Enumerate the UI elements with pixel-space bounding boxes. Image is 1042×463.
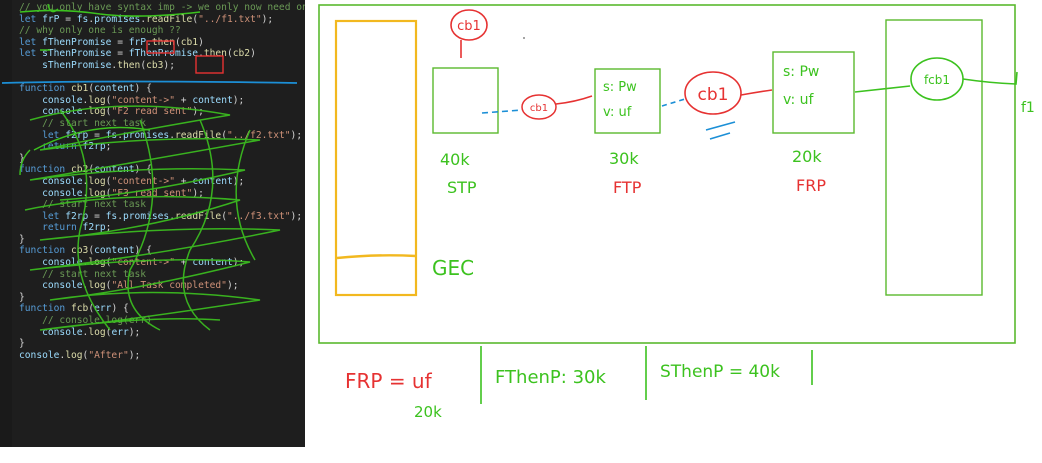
green-link-right bbox=[854, 85, 911, 93]
label-40k: 40k bbox=[440, 150, 470, 169]
gec-label: GEC bbox=[432, 256, 474, 280]
code-line[interactable]: // start next task bbox=[19, 268, 147, 280]
cb-big-label: cb1 bbox=[698, 85, 729, 105]
cb-top-label: cb1 bbox=[457, 19, 481, 34]
cb-circle-small bbox=[521, 94, 557, 120]
green-link-edge bbox=[962, 71, 1018, 85]
code-line[interactable]: // you only have syntax imp -> we only n… bbox=[19, 2, 305, 13]
code-line[interactable]: // start next task bbox=[19, 199, 147, 211]
promise-box-frp bbox=[772, 51, 855, 134]
cb-circle-big bbox=[684, 71, 742, 115]
code-line[interactable]: console.log("content->" + content); bbox=[42, 94, 245, 106]
editor-gutter bbox=[0, 0, 12, 447]
blue-link-2 bbox=[661, 98, 686, 107]
gec-frame-line bbox=[336, 254, 417, 260]
note-frp: FRP = uf bbox=[345, 369, 433, 393]
code-line[interactable]: let sThenPromise = fThenPromise.then(cb2… bbox=[19, 48, 256, 60]
whiteboard[interactable]: GEC cb1 cb1 40k STP s: Pw v: uf cb1 30k … bbox=[305, 0, 1042, 463]
code-line[interactable] bbox=[0, 72, 305, 84]
code-line[interactable]: function cb2(content) { bbox=[19, 164, 152, 176]
code-line[interactable]: return f2rp; bbox=[42, 141, 112, 153]
call-stack-box bbox=[334, 19, 418, 297]
code-line[interactable]: // start next task bbox=[19, 117, 147, 129]
code-line[interactable]: } bbox=[19, 291, 25, 303]
mid-box-value: v: uf bbox=[603, 105, 632, 120]
red-link-1 bbox=[555, 95, 593, 105]
stray-dot bbox=[523, 37, 525, 39]
code-line[interactable]: console.log("content->" + content); bbox=[42, 257, 245, 269]
note-sthen: SThenP = 40k bbox=[660, 362, 780, 382]
editor-footer bbox=[0, 447, 305, 463]
cb-circle-top bbox=[450, 9, 488, 41]
label-stp: STP bbox=[447, 178, 477, 197]
promise-box-stp bbox=[432, 67, 499, 134]
blue-link-1 bbox=[481, 109, 523, 114]
code-content[interactable]: // you only have syntax imp -> we only n… bbox=[0, 2, 305, 361]
heap-frame bbox=[318, 4, 1016, 344]
code-line[interactable]: function cb3(content) { bbox=[19, 245, 152, 257]
code-line[interactable]: } bbox=[19, 338, 25, 350]
code-line[interactable]: // console.log(err) bbox=[19, 315, 152, 327]
code-line[interactable]: console.log("F3 read sent"); bbox=[42, 187, 204, 199]
code-line[interactable]: } bbox=[19, 233, 25, 245]
code-line[interactable]: let f2rp = fs.promises.readFile("../f2.t… bbox=[42, 129, 303, 141]
cb-small-label: cb1 bbox=[530, 103, 548, 114]
code-line[interactable]: let f2rp = fs.promises.readFile("../f3.t… bbox=[42, 210, 303, 222]
red-link-2 bbox=[740, 89, 773, 96]
fcb-label: fcb1 bbox=[924, 73, 950, 87]
code-line[interactable]: // why only one is enough ?? bbox=[19, 25, 181, 37]
code-line[interactable]: console.log("content->" + content); bbox=[42, 175, 245, 187]
code-editor[interactable]: // you only have syntax imp -> we only n… bbox=[0, 0, 305, 447]
note-20k: 20k bbox=[414, 403, 442, 421]
code-line[interactable]: console.log("After"); bbox=[19, 349, 141, 361]
code-line[interactable]: let fThenPromise = frP.then(cb1) bbox=[19, 36, 204, 48]
code-line[interactable]: function fcb(err) { bbox=[19, 303, 129, 315]
promise-box-ftp bbox=[594, 68, 661, 134]
right-box-state: s: Pw bbox=[783, 64, 819, 80]
code-line[interactable]: } bbox=[19, 152, 25, 164]
mid-box-state: s: Pw bbox=[603, 80, 637, 95]
code-line[interactable]: function cb1(content) { bbox=[19, 83, 152, 95]
code-line[interactable]: let frP = fs.promises.readFile("../f1.tx… bbox=[19, 13, 274, 25]
edge-f-label: f1 bbox=[1021, 100, 1035, 116]
node-api-box bbox=[885, 19, 983, 296]
label-ftp: FTP bbox=[613, 178, 642, 197]
code-line[interactable]: sThenPromise.then(cb3); bbox=[42, 59, 175, 71]
label-30k: 30k bbox=[609, 149, 639, 168]
right-box-value: v: uf bbox=[783, 92, 815, 108]
label-20k: 20k bbox=[792, 147, 822, 166]
code-line[interactable]: console.log("F2 read sent"); bbox=[42, 106, 204, 118]
code-line[interactable]: console.log("All Task completed"); bbox=[42, 280, 239, 292]
code-line[interactable]: return f2rp; bbox=[42, 222, 112, 234]
blue-underline bbox=[705, 121, 736, 140]
note-fthen: FThenP: 30k bbox=[495, 367, 606, 388]
code-line[interactable]: console.log(err); bbox=[42, 326, 141, 338]
label-frp: FRP bbox=[796, 176, 826, 195]
